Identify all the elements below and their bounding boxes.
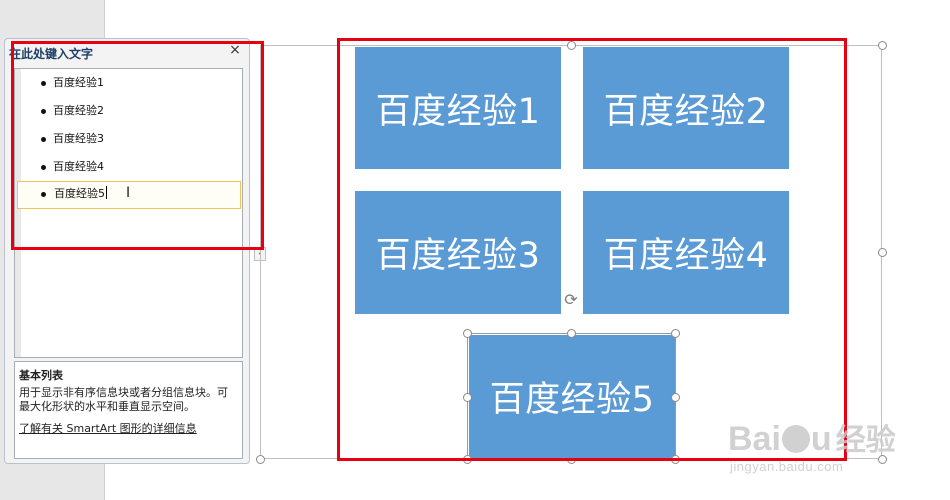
shape-handle-top-left[interactable]	[463, 329, 472, 338]
bullet-item-1[interactable]: 百度经验1	[17, 70, 241, 96]
bullet-dot-icon	[41, 192, 46, 197]
smartart-text-pane: 在此处键入文字 × 百度经验1 百度经验2 百度经验3 百度经验4	[4, 38, 250, 464]
watermark-url: jingyan.baidu.com	[730, 459, 844, 474]
bullet-item-label: 百度经验1	[53, 76, 104, 89]
shape-handle-top-right[interactable]	[671, 329, 680, 338]
shape-label: 百度经验1	[375, 91, 541, 132]
bullet-item-label: 百度经验3	[53, 132, 104, 145]
shape-handle-left[interactable]	[463, 393, 472, 402]
bullet-item-2[interactable]: 百度经验2	[17, 98, 241, 124]
layout-description: 基本列表 用于显示非有序信息块或者分组信息块。可最大化形状的水平和垂直显示空间。…	[14, 361, 243, 459]
resize-handle-top[interactable]	[567, 41, 576, 50]
text-pane-bullet-list[interactable]: 百度经验1 百度经验2 百度经验3 百度经验4 百度经验5 I	[14, 68, 243, 358]
bullet-item-4[interactable]: 百度经验4	[17, 154, 241, 180]
bullet-dot-icon	[41, 165, 46, 170]
shape-label: 百度经验3	[375, 236, 541, 276]
bullet-item-label: 百度经验4	[53, 160, 104, 173]
resize-handle-bottom-right[interactable]	[878, 455, 887, 464]
list-gutter	[15, 69, 21, 357]
smartart-shape-3[interactable]: 百度经验3	[355, 191, 561, 314]
shape-handle-top[interactable]	[567, 329, 576, 338]
bullet-item-5-editing[interactable]: 百度经验5 I	[17, 181, 241, 209]
shape-label: 百度经验2	[603, 91, 769, 132]
shape-label: 百度经验5	[489, 380, 655, 420]
ibeam-cursor-icon: I	[126, 185, 131, 201]
shape-handle-right[interactable]	[671, 393, 680, 402]
resize-handle-top-right[interactable]	[878, 41, 887, 50]
resize-handle-bottom-left[interactable]	[256, 455, 265, 464]
smartart-shape-1[interactable]: 百度经验1	[355, 47, 561, 169]
bullet-item-label: 百度经验2	[53, 104, 104, 117]
text-caret	[106, 186, 107, 199]
shape-handle-bottom-left[interactable]	[463, 455, 472, 464]
learn-more-link[interactable]: 了解有关 SmartArt 图形的详细信息	[19, 422, 197, 435]
bullet-item-label: 百度经验5	[54, 187, 105, 200]
bullet-dot-icon	[41, 81, 46, 86]
bullet-dot-icon	[41, 109, 46, 114]
bullet-dot-icon	[41, 137, 46, 142]
layout-description-text: 用于显示非有序信息块或者分组信息块。可最大化形状的水平和垂直显示空间。	[19, 386, 228, 413]
smartart-shape-2[interactable]: 百度经验2	[583, 47, 789, 169]
bullet-item-3[interactable]: 百度经验3	[17, 126, 241, 152]
rotate-icon[interactable]: ⟳	[564, 290, 578, 309]
text-pane-title: 在此处键入文字	[9, 47, 94, 61]
close-icon[interactable]: ×	[229, 42, 241, 58]
smartart-shape-5-selected[interactable]: 百度经验5	[469, 335, 675, 458]
shape-label: 百度经验4	[603, 236, 769, 276]
layout-name: 基本列表	[19, 369, 63, 382]
shape-selection-outline	[467, 333, 676, 460]
smartart-shape-4[interactable]: 百度经验4	[583, 191, 789, 314]
resize-handle-right[interactable]	[878, 248, 887, 257]
shape-handle-bottom-right[interactable]	[671, 455, 680, 464]
